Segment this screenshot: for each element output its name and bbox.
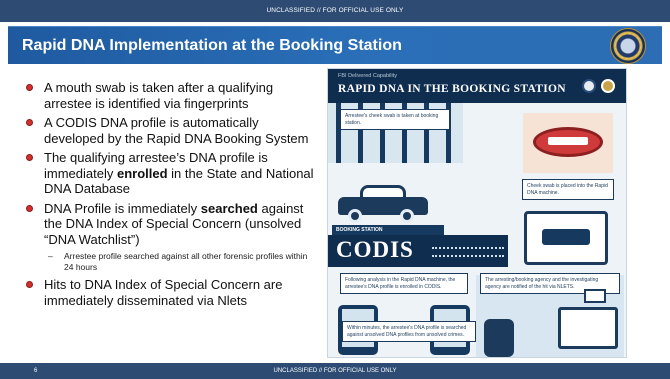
bullet-item: A mouth swab is taken after a qualifying… bbox=[26, 80, 318, 111]
machine-body bbox=[524, 211, 608, 265]
handheld-device-icon bbox=[484, 319, 514, 357]
bullet-icon bbox=[26, 84, 33, 91]
cell-bar bbox=[424, 103, 429, 163]
bullet-item: The qualifying arrestee’s DNA profile is… bbox=[26, 150, 318, 197]
fbi-seal-icon bbox=[582, 79, 596, 93]
classification-banner-top: UNCLASSIFIED // FOR OFFICIAL USE ONLY bbox=[0, 0, 670, 22]
cell-bar bbox=[446, 103, 451, 163]
sub-bullet: – Arrestee profile searched against all … bbox=[26, 251, 318, 272]
dash-icon: – bbox=[48, 251, 53, 261]
wheel-icon bbox=[400, 209, 414, 223]
note-swab-placed: Cheek swab is placed into the Rapid DNA … bbox=[522, 179, 614, 200]
agency-seal-icon bbox=[601, 79, 615, 93]
wheel-icon bbox=[348, 209, 362, 223]
note-agency: The arresting/booking agency and the inv… bbox=[480, 273, 620, 294]
bullet-text-post: in the State and National DNA Database bbox=[44, 165, 314, 197]
bullet-text: Hits to DNA Index of Special Concern are… bbox=[44, 277, 283, 308]
bullet-icon bbox=[26, 204, 33, 212]
bullet-item: DNA Profile is immediately searched agai… bbox=[26, 201, 318, 248]
note-minutes: Within minutes, the arrestee's DNA profi… bbox=[342, 321, 476, 342]
dna-strand-icon bbox=[432, 247, 504, 257]
cell-bar bbox=[358, 103, 363, 163]
poster-caption: FBI Delivered Capability bbox=[338, 73, 397, 79]
slide-title: Rapid DNA Implementation at the Booking … bbox=[22, 37, 402, 54]
note-cheek-swab: Arrestee's cheek swab is taken at bookin… bbox=[340, 109, 450, 130]
infographic-poster: FBI Delivered Capability RAPID DNA IN TH… bbox=[327, 68, 627, 358]
seal-ring bbox=[615, 33, 641, 59]
title-bar: Rapid DNA Implementation at the Booking … bbox=[8, 26, 662, 64]
police-car-icon bbox=[338, 181, 433, 223]
bullet-icon bbox=[26, 119, 33, 126]
bullet-list: A mouth swab is taken after a qualifying… bbox=[26, 80, 318, 312]
bullet-text-pre: DNA Profile is immediately bbox=[44, 200, 201, 216]
bullet-item: A CODIS DNA profile is automatically dev… bbox=[26, 115, 318, 146]
codis-wordmark: CODIS bbox=[336, 237, 414, 262]
teeth-icon bbox=[548, 137, 588, 145]
classification-banner-bottom: UNCLASSIFIED // FOR OFFICIAL USE ONLY bbox=[0, 363, 670, 379]
booking-station-label: BOOKING STATION bbox=[332, 225, 444, 235]
cell-bar bbox=[380, 103, 385, 163]
page-number: 6 bbox=[34, 368, 38, 374]
poster-header bbox=[328, 69, 626, 103]
bullet-item: Hits to DNA Index of Special Concern are… bbox=[26, 277, 318, 308]
sub-bullet-text: Arrestee profile searched against all ot… bbox=[64, 251, 308, 272]
monitor-icon bbox=[558, 307, 618, 349]
bullet-text: A CODIS DNA profile is automatically dev… bbox=[44, 115, 309, 146]
poster-title: RAPID DNA IN THE BOOKING STATION bbox=[338, 83, 566, 95]
cell-bar bbox=[336, 103, 341, 163]
rapid-dna-machine-icon bbox=[506, 193, 616, 267]
bullet-text: A mouth swab is taken after a qualifying… bbox=[44, 80, 274, 111]
codis-band bbox=[328, 235, 508, 267]
machine-slot bbox=[542, 229, 590, 245]
cell-bar bbox=[402, 103, 407, 163]
bullet-emphasis: enrolled bbox=[116, 165, 168, 181]
bullet-icon bbox=[26, 281, 33, 288]
note-analysis: Following analysis in the Rapid DNA mach… bbox=[340, 273, 468, 294]
bullet-icon bbox=[26, 154, 33, 161]
bullet-text-pre: The qualifying arrestee’s DNA profile is… bbox=[44, 150, 268, 181]
bullet-text-post: against the DNA Index of Special Concern… bbox=[44, 200, 304, 247]
envelope-icon bbox=[584, 289, 606, 303]
bullet-emphasis: searched bbox=[200, 200, 258, 216]
